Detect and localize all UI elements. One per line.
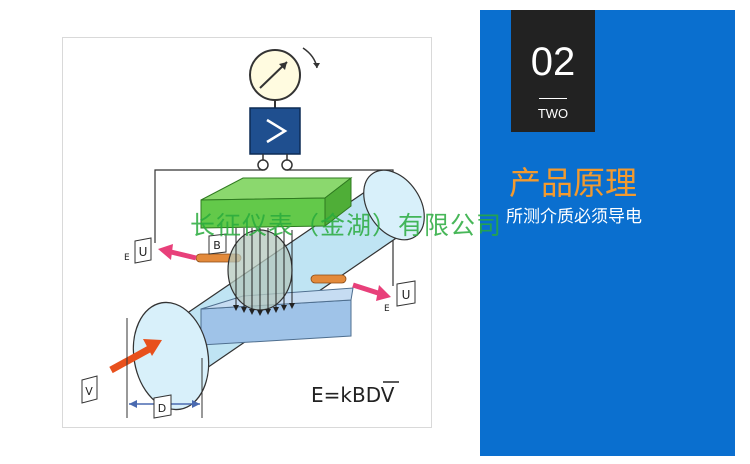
svg-text:B: B bbox=[213, 239, 221, 252]
section-title: 产品原理 bbox=[509, 164, 638, 202]
section-number-word: TWO bbox=[537, 106, 569, 121]
watermark: 长征仪表（金湖）有限公司 bbox=[190, 211, 503, 240]
label-e-right: E bbox=[384, 304, 390, 314]
top-magnet bbox=[200, 176, 353, 229]
induced-voltage-arrow-left bbox=[158, 244, 197, 261]
svg-text:V: V bbox=[85, 385, 93, 398]
amplifier-icon bbox=[249, 107, 301, 155]
svg-text:U: U bbox=[139, 245, 148, 259]
induced-voltage-arrow-right bbox=[352, 282, 391, 301]
svg-text:D: D bbox=[158, 402, 166, 415]
meter-gauge-icon bbox=[249, 47, 320, 101]
svg-text:E=kBDV: E=kBDV bbox=[311, 383, 395, 407]
flowmeter-diagram: U E B U E V D E=kBDV bbox=[62, 37, 432, 428]
section-subtitle: 所测介质必须导电 bbox=[506, 207, 642, 227]
section-divider bbox=[539, 98, 567, 99]
label-v: V bbox=[81, 375, 98, 404]
section-number: 02 bbox=[530, 40, 576, 84]
flowmeter-svg: U E B U E V D E=kBDV bbox=[81, 47, 425, 419]
label-e-left: E bbox=[124, 253, 130, 263]
section-number-box: 02 TWO bbox=[511, 10, 595, 132]
label-d: D bbox=[153, 394, 172, 419]
label-b: B bbox=[208, 233, 227, 255]
formula: E=kBDV bbox=[311, 381, 399, 407]
svg-text:U: U bbox=[402, 288, 411, 302]
flow-velocity-arrow bbox=[109, 339, 162, 374]
label-u-right: U bbox=[396, 280, 416, 307]
magnetic-field-lines bbox=[227, 228, 295, 316]
label-u-left: U bbox=[134, 237, 152, 264]
